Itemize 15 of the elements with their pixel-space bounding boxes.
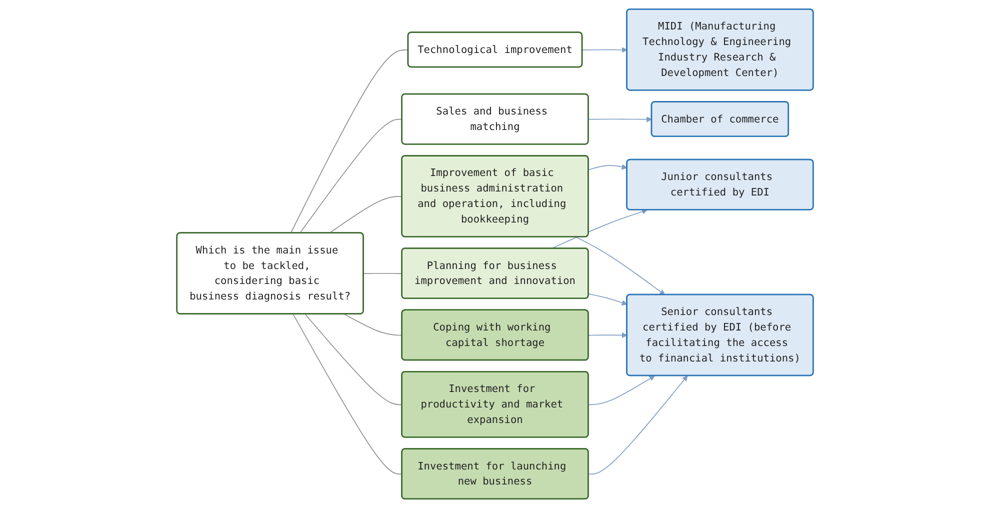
arrow [588,116,652,122]
arrow [582,46,628,52]
arrow [588,292,628,305]
connector [363,272,403,274]
arrow [588,375,655,405]
arrow [588,375,688,474]
arrow [588,164,628,170]
connector [290,48,409,234]
connector [344,313,403,336]
arrow [575,236,666,295]
connector [292,313,403,474]
connector [300,118,403,234]
connector [304,313,403,405]
connector [329,196,403,234]
arrow [588,332,628,338]
